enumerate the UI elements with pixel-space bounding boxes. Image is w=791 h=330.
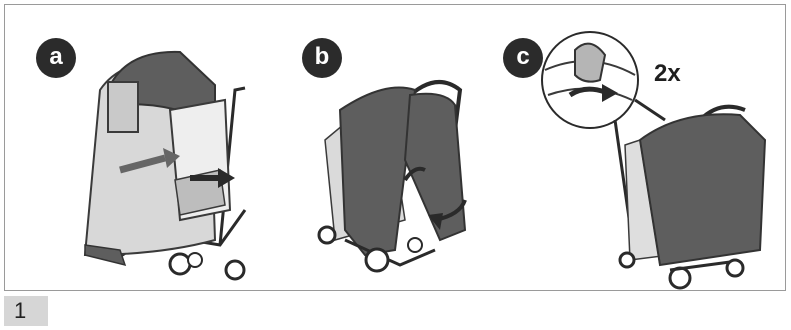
step-a-illustration xyxy=(50,30,290,300)
step-b-illustration xyxy=(305,70,505,320)
page-number: 1 xyxy=(4,296,48,326)
repeat-count-label: 2x xyxy=(654,60,681,88)
